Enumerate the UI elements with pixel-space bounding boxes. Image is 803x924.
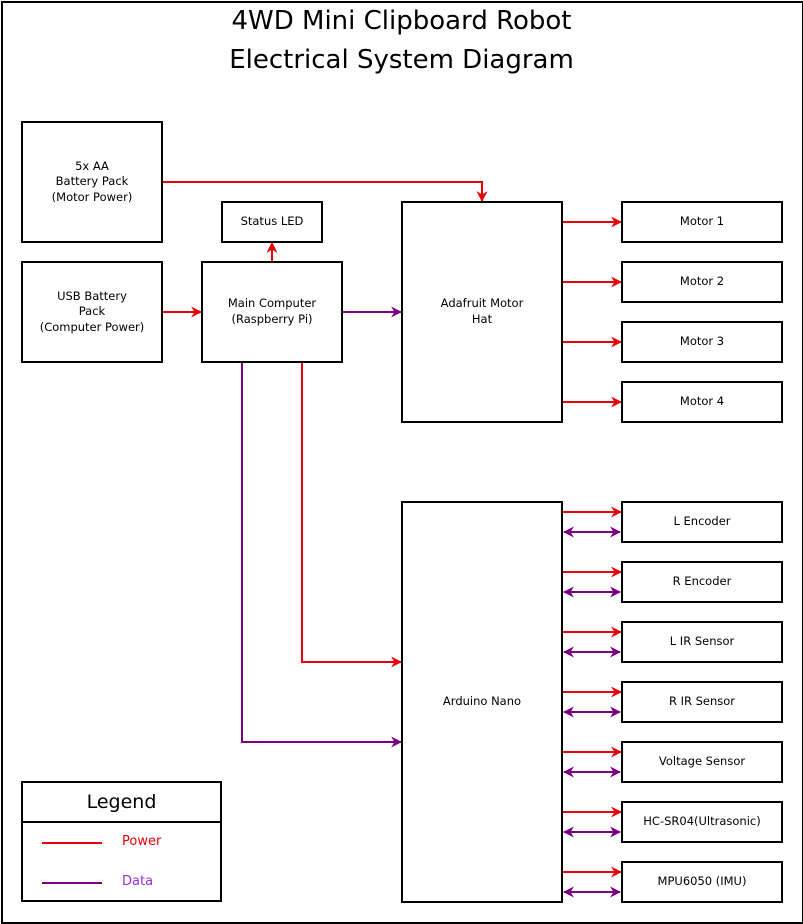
diagram-title-line-2: Electrical System Diagram xyxy=(229,45,574,75)
legend-data-swatch xyxy=(42,882,102,884)
legend-power-swatch xyxy=(42,842,102,844)
r-ir-sensor-box: R IR Sensor xyxy=(621,681,783,723)
r-encoder-box: R Encoder xyxy=(621,561,783,603)
status-led-box: Status LED xyxy=(221,201,323,243)
aa-battery-pack-box: 5x AA Battery Pack (Motor Power) xyxy=(21,121,163,243)
legend: Legend Power Data xyxy=(21,781,222,902)
legend-power-label: Power xyxy=(122,834,162,849)
motor-1-box: Motor 1 xyxy=(621,201,783,243)
hc-sr04-box: HC-SR04(Ultrasonic) xyxy=(621,801,783,843)
legend-data-label: Data xyxy=(122,874,154,889)
motor-hat-box: Adafruit Motor Hat xyxy=(401,201,563,423)
usb-battery-pack-box: USB Battery Pack (Computer Power) xyxy=(21,261,163,363)
wire-computer-to-arduino-data xyxy=(241,363,403,748)
voltage-sensor-box: Voltage Sensor xyxy=(621,741,783,783)
l-ir-sensor-box: L IR Sensor xyxy=(621,621,783,663)
arduino-nano-box: Arduino Nano xyxy=(401,501,563,903)
mpu6050-box: MPU6050 (IMU) xyxy=(621,861,783,903)
wire-aa-battery-to-motor-hat xyxy=(163,181,488,203)
wire-computer-to-arduino-power xyxy=(301,363,403,668)
motor-3-box: Motor 3 xyxy=(621,321,783,363)
legend-data-row: Data xyxy=(23,873,220,893)
legend-title: Legend xyxy=(23,783,220,823)
motor-4-box: Motor 4 xyxy=(621,381,783,423)
l-encoder-box: L Encoder xyxy=(621,501,783,543)
diagram-title-line-1: 4WD Mini Clipboard Robot xyxy=(231,6,572,36)
main-computer-box: Main Computer (Raspberry Pi) xyxy=(201,261,343,363)
legend-power-row: Power xyxy=(23,833,220,853)
motor-2-box: Motor 2 xyxy=(621,261,783,303)
